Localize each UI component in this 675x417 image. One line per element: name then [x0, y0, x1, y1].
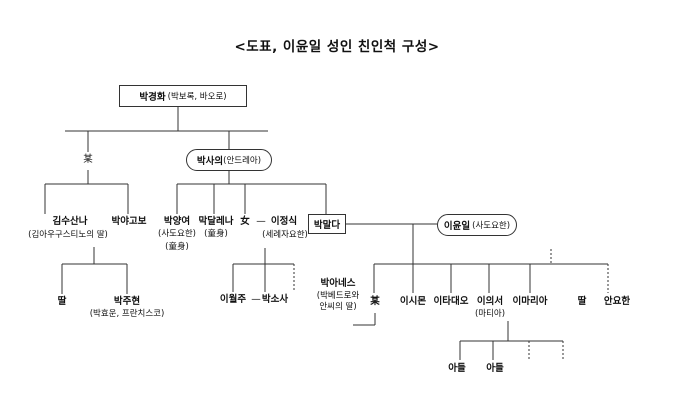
root-box: 박경화 (박보록, 바오로)	[119, 85, 247, 107]
nyeo: 女	[240, 216, 250, 227]
park-yangyeo-alias: (사도요한)	[158, 229, 196, 239]
unknown-person-2: 某	[370, 296, 380, 307]
lee-yunil-alias: (사도요한)	[472, 221, 511, 231]
marriage-dash-1: —	[256, 216, 266, 227]
magdalena: 막달레나	[198, 216, 234, 227]
daughter-2: 딸	[577, 296, 587, 307]
kim-susanna: 김수산나	[52, 216, 88, 227]
park-agnes-alias-1: (박베드로와	[316, 291, 360, 301]
lee-woljoo: 이월주	[219, 294, 247, 305]
saui-box: 박사의 (안드레아)	[186, 149, 272, 171]
kim-susanna-alias: (김아우구스티노의 딸)	[28, 230, 108, 240]
daughter-1: 딸	[57, 296, 67, 307]
park-yangyeo-note: (童身)	[165, 242, 189, 252]
magdalena-note: (童身)	[204, 229, 228, 239]
lee-maria: 이마리아	[512, 296, 548, 307]
lee-euiseo: 이의서	[476, 296, 504, 307]
son-2: 아들	[486, 363, 504, 374]
lee-jeongsik-alias: (세례자요한)	[262, 230, 308, 240]
lee-jeongsik: 이정식	[270, 216, 298, 227]
park-malda: 박말다	[313, 220, 341, 231]
marriage-dash-2: —	[251, 294, 261, 305]
saui-name: 박사의	[196, 156, 224, 167]
park-agnes: 박아네스	[320, 278, 356, 289]
park-agnes-alias-2: 안씨의 딸)	[319, 302, 357, 312]
park-juhyeon-alias: (박효운, 프란치스코)	[89, 309, 165, 319]
lee-taddeo: 이타대오	[433, 296, 469, 307]
lee-yunil: 이윤일	[443, 221, 471, 232]
root-name: 박경화	[139, 92, 166, 103]
park-juhyeon: 박주현	[113, 296, 141, 307]
saui-alias: (안드레아)	[223, 156, 262, 166]
park-yagobo: 박야고보	[111, 216, 147, 227]
park-yangyeo: 박양여	[163, 216, 191, 227]
root-alias: (박보록, 바오로)	[167, 92, 227, 102]
son-1: 아들	[448, 363, 466, 374]
unknown-person-1: 某	[83, 154, 93, 165]
lee-euiseo-alias: (마티아)	[474, 309, 506, 319]
lee-simon: 이시몬	[399, 296, 427, 307]
an-yohan: 안요한	[603, 296, 631, 307]
lee-yunil-box: 이윤일 (사도요한)	[437, 214, 517, 236]
park-sosa: 박소사	[261, 294, 289, 305]
diagram-title: <도표, 이윤일 성인 친인척 구성>	[234, 39, 440, 55]
park-malda-box: 박말다	[308, 214, 346, 234]
